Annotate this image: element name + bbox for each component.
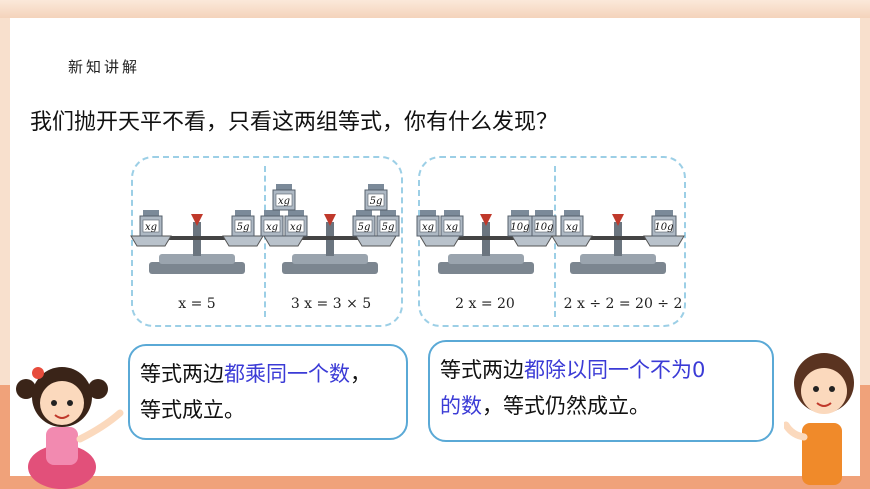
speech-bubble-left: 等式两边都乘同一个数， 等式成立。: [128, 344, 408, 440]
equation-1: x = 5: [178, 296, 216, 312]
bubble-right-line1: 等式两边都除以同一个不为0: [440, 352, 762, 388]
bubble-right-line2: 的数，等式仍然成立。: [440, 388, 762, 424]
bubble-left-line1: 等式两边都乘同一个数，: [140, 356, 396, 392]
bubble-text: 等式两边: [140, 362, 224, 386]
bubble-text: ，: [350, 362, 371, 386]
section-label: 新知讲解: [68, 58, 141, 76]
bubble-highlight: 都除以同一个不为0: [524, 358, 706, 382]
panel-divider: [264, 166, 266, 317]
bubble-text: ，等式仍然成立。: [482, 394, 650, 418]
bubble-highlight: 都乘同一个数: [224, 362, 350, 386]
bubble-text: 等式两边: [440, 358, 524, 382]
girl-character-icon: [16, 367, 124, 489]
equation-4: 2 x ÷ 2 = 20 ÷ 2: [563, 296, 683, 312]
bubble-highlight: 的数: [440, 394, 482, 418]
question-text: 我们抛开天平不看，只看这两组等式，你有什么发现？: [30, 110, 559, 135]
boy-character-icon: [784, 353, 854, 485]
top-border: [0, 0, 870, 18]
left-border: [0, 18, 10, 489]
panel-divider: [554, 166, 556, 317]
equation-3: 2 x = 20: [455, 296, 515, 312]
equation-2: 3 x = 3 × 5: [290, 296, 372, 312]
bubble-left-line2: 等式成立。: [140, 398, 245, 422]
right-border: [860, 18, 870, 489]
speech-bubble-right: 等式两边都除以同一个不为0 的数，等式仍然成立。: [428, 340, 774, 442]
